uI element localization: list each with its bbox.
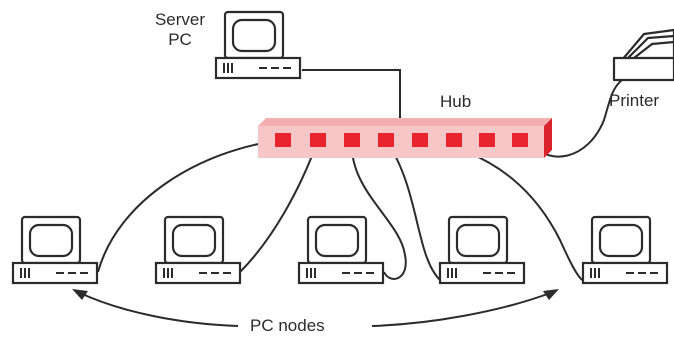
hub-port-4 (378, 133, 394, 147)
hub-label: Hub (440, 92, 472, 111)
cable-node1-hub (97, 139, 283, 273)
hub-port-3 (344, 133, 360, 147)
hub-port-2 (310, 133, 326, 147)
server-computer-icon (214, 10, 302, 80)
hub-port-5 (412, 133, 428, 147)
arrowhead-right (543, 289, 559, 300)
server-label-line1: Server (154, 10, 206, 29)
cable-node4-hub (385, 139, 441, 281)
pc-node-icon (297, 215, 385, 285)
server-label: Server PC (150, 10, 210, 50)
pc-node-icon (581, 215, 669, 285)
pc-node-icon (11, 215, 99, 285)
hub-port-7 (479, 133, 495, 147)
pc-node-icon (154, 215, 242, 285)
hub-port-8 (512, 133, 528, 147)
hub-icon (258, 118, 552, 158)
arrow-left (77, 291, 239, 327)
cable-server-hub (302, 69, 401, 125)
printer-label: Printer (609, 91, 660, 110)
arrow-right (371, 291, 554, 327)
printer-icon (612, 28, 674, 82)
hub-port-1 (275, 133, 291, 147)
cable-node2-hub (239, 139, 319, 273)
hub-port-6 (446, 133, 462, 147)
arrowhead-left (72, 289, 88, 300)
cable-node3-hub (350, 139, 407, 280)
server-label-line2: PC (168, 30, 192, 49)
pc-nodes-arrows (77, 291, 554, 327)
pc-nodes-label: PC nodes (250, 316, 325, 335)
pc-node-icon (438, 215, 526, 285)
